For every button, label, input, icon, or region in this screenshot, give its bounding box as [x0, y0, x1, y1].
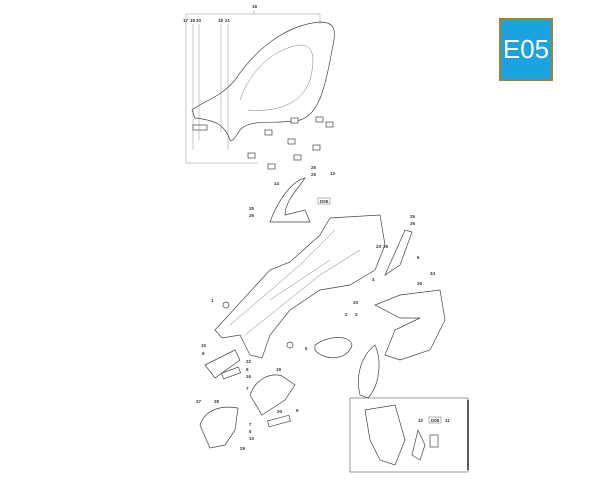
- footpeg-right: [267, 414, 291, 428]
- callout: 25: [410, 214, 416, 219]
- callout: 28: [214, 399, 220, 404]
- callout: 27: [196, 399, 202, 404]
- callout: 34: [430, 271, 436, 276]
- callout: 16: [252, 4, 258, 9]
- callout: 3: [355, 312, 358, 317]
- callout: 23: [376, 244, 382, 249]
- callout: 18: [218, 18, 224, 23]
- footpeg-left: [221, 366, 241, 380]
- callout: 13: [330, 171, 336, 176]
- callout: 6: [417, 255, 420, 260]
- section-code: E05: [502, 34, 550, 64]
- reference-boxes: [317, 197, 442, 424]
- callout: 19: [276, 367, 282, 372]
- callout: D05: [320, 199, 329, 204]
- callout: 25: [249, 206, 255, 211]
- callout: 26: [249, 213, 255, 218]
- callout: 25: [311, 165, 317, 170]
- callout: 20: [196, 18, 202, 23]
- callout: 19: [190, 18, 196, 23]
- heel-guard-right: [249, 374, 296, 416]
- callout: 26: [410, 221, 416, 226]
- detail-inset: [349, 397, 469, 473]
- callout: 14: [274, 181, 280, 186]
- side-panel-2: [314, 337, 353, 358]
- callout: 6: [246, 367, 249, 372]
- callout: 20: [277, 409, 283, 414]
- tail-undertray: [374, 289, 446, 361]
- callout: 16: [246, 374, 252, 379]
- heel-guard-left: [204, 349, 241, 379]
- callout: 10: [249, 436, 255, 441]
- callout-labels: 16 17 19 20 18 21 25 26 14 13 D05 25 26 …: [183, 4, 450, 451]
- callout: 2: [345, 312, 348, 317]
- side-panel-3: [358, 344, 380, 399]
- seat-clips: [192, 116, 334, 170]
- callout: 1: [211, 298, 214, 303]
- callout: 11: [445, 418, 450, 423]
- callout: 12: [418, 418, 424, 423]
- callout: 26: [311, 172, 317, 177]
- callout: 33: [353, 300, 359, 305]
- callout: 29: [240, 446, 246, 451]
- callout: 7: [249, 422, 252, 427]
- passenger-heel-guard: [199, 406, 239, 449]
- callout: 4: [372, 277, 375, 282]
- callout: 6: [202, 351, 205, 356]
- section-badge: E05: [499, 18, 553, 81]
- callout: 17: [183, 18, 189, 23]
- side-cover-right: [384, 229, 413, 276]
- callout: 21: [225, 18, 231, 23]
- grab-handle-left: [269, 177, 311, 223]
- callout: D05: [431, 418, 440, 423]
- callout: 9: [296, 408, 299, 413]
- callout: 26: [383, 244, 389, 249]
- seat: [191, 21, 335, 141]
- callout: 10: [201, 343, 207, 348]
- callout: 5: [305, 346, 308, 351]
- callout: 22: [246, 359, 252, 364]
- callout: 25: [417, 281, 423, 286]
- callout: 6: [249, 429, 252, 434]
- callout: 7: [246, 386, 249, 391]
- rear-frame: [214, 214, 386, 359]
